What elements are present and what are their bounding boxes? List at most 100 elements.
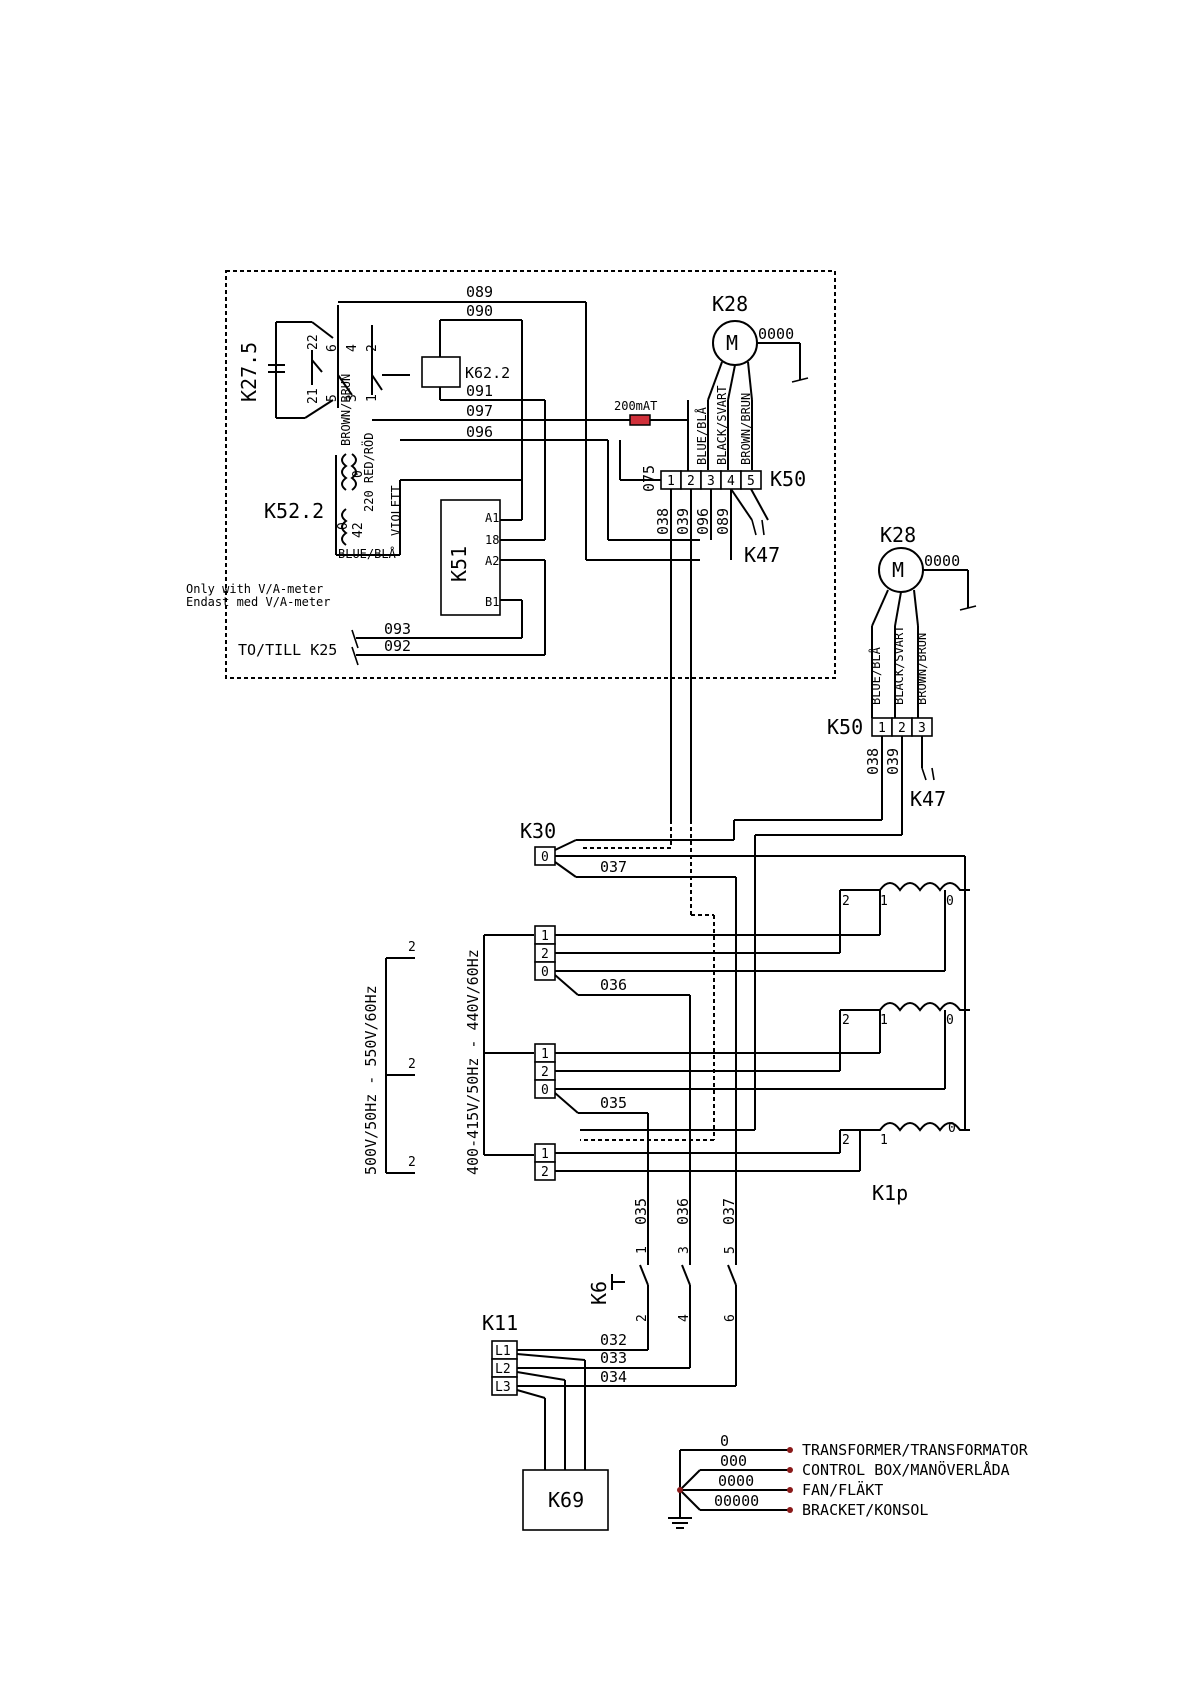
svg-text:0000: 0000 bbox=[718, 1472, 754, 1490]
svg-text:2: 2 bbox=[408, 940, 416, 955]
svg-text:036: 036 bbox=[600, 976, 627, 994]
svg-text:039: 039 bbox=[884, 748, 902, 775]
svg-text:A1: A1 bbox=[485, 511, 499, 525]
k28-motor-lower: K28 M 0000 BLUE/BLÅ BLACK/SVART BROWN/BR… bbox=[827, 523, 977, 835]
svg-text:K50: K50 bbox=[827, 715, 863, 739]
svg-text:A2: A2 bbox=[485, 554, 499, 568]
svg-text:097: 097 bbox=[466, 402, 493, 420]
svg-text:K28: K28 bbox=[880, 523, 916, 547]
k30-terminal: K30 0 037 bbox=[520, 819, 966, 1240]
svg-text:BRACKET/KONSOL: BRACKET/KONSOL bbox=[802, 1501, 928, 1519]
svg-text:032: 032 bbox=[600, 1331, 627, 1349]
svg-text:091: 091 bbox=[466, 382, 493, 400]
svg-text:1: 1 bbox=[667, 474, 675, 489]
svg-text:038: 038 bbox=[654, 508, 672, 535]
svg-text:42: 42 bbox=[351, 522, 366, 538]
svg-text:500V/50Hz - 550V/60Hz: 500V/50Hz - 550V/60Hz bbox=[362, 985, 380, 1175]
svg-text:CONTROL BOX/MANÖVERLÅDA: CONTROL BOX/MANÖVERLÅDA bbox=[802, 1460, 1010, 1479]
svg-text:2: 2 bbox=[842, 1013, 850, 1028]
svg-text:0: 0 bbox=[946, 1013, 954, 1028]
svg-text:036: 036 bbox=[674, 1198, 692, 1225]
svg-text:BROWN/BRUN: BROWN/BRUN bbox=[339, 374, 353, 446]
svg-text:039: 039 bbox=[674, 508, 692, 535]
ground-legend: 0 TRANSFORMER/TRANSFORMATOR 000 CONTROL … bbox=[668, 1432, 1029, 1529]
svg-text:096: 096 bbox=[466, 423, 493, 441]
svg-text:TRANSFORMER/TRANSFORMATOR: TRANSFORMER/TRANSFORMATOR bbox=[802, 1441, 1029, 1459]
legend-row: 000 CONTROL BOX/MANÖVERLÅDA bbox=[720, 1452, 1010, 1479]
svg-text:1: 1 bbox=[541, 1047, 549, 1062]
svg-text:BLACK/SVART: BLACK/SVART bbox=[715, 386, 729, 465]
fuse-200mat: 200mAT bbox=[614, 399, 657, 426]
svg-text:FAN/FLÄKT: FAN/FLÄKT bbox=[802, 1480, 883, 1499]
svg-text:K1p: K1p bbox=[872, 1181, 908, 1205]
k52-2-transformer: K52.2 BROWN/BRUN 220 RED/RÖD VIOLETT BLU… bbox=[264, 374, 523, 561]
svg-text:2: 2 bbox=[365, 344, 380, 352]
k11-terminal: K11 L1 L2 L3 032 033 034 bbox=[482, 1311, 736, 1470]
svg-text:3: 3 bbox=[677, 1246, 692, 1254]
svg-text:18: 18 bbox=[485, 533, 499, 547]
svg-text:6: 6 bbox=[325, 344, 340, 352]
k69-unit: K69 bbox=[522, 1469, 609, 1531]
svg-text:0: 0 bbox=[720, 1432, 729, 1450]
terminal-block-a: 1 2 0 036 bbox=[534, 925, 945, 1240]
terminal-block-c: 1 2 bbox=[534, 1143, 860, 1181]
k50-terminal-upper: 1 2 3 4 5 K50 075 K47 038 039 096 089 bbox=[619, 440, 806, 820]
k28-motor-upper: K28 M 0000 BLUE/BLÅ BLACK/SVART BROWN/BR… bbox=[687, 292, 809, 470]
svg-text:089: 089 bbox=[466, 283, 493, 301]
svg-text:000: 000 bbox=[720, 1452, 747, 1470]
svg-text:M: M bbox=[726, 331, 738, 355]
svg-text:1: 1 bbox=[541, 1147, 549, 1162]
legend-row: 00000 BRACKET/KONSOL bbox=[714, 1492, 928, 1519]
svg-text:22: 22 bbox=[306, 334, 321, 350]
svg-text:2: 2 bbox=[541, 1065, 549, 1080]
svg-text:220 RED/RÖD: 220 RED/RÖD bbox=[360, 433, 376, 512]
svg-text:K28: K28 bbox=[712, 292, 748, 316]
svg-text:2: 2 bbox=[541, 947, 549, 962]
svg-text:2: 2 bbox=[898, 721, 906, 736]
svg-text:Only with V/A-meter: Only with V/A-meter bbox=[186, 582, 323, 596]
svg-text:2: 2 bbox=[842, 1133, 850, 1148]
svg-text:K50: K50 bbox=[770, 467, 806, 491]
svg-text:0: 0 bbox=[336, 522, 351, 530]
svg-text:0: 0 bbox=[541, 850, 549, 865]
svg-text:0: 0 bbox=[541, 1083, 549, 1098]
k51-module: K51 A1 18 A2 B1 bbox=[440, 499, 546, 655]
svg-text:1: 1 bbox=[880, 1133, 888, 1148]
svg-text:0: 0 bbox=[541, 965, 549, 980]
terminal-block-b: 1 2 0 035 bbox=[534, 1043, 945, 1240]
svg-text:3: 3 bbox=[918, 721, 926, 736]
svg-text:3: 3 bbox=[707, 474, 715, 489]
svg-text:BLUE/BLÅ: BLUE/BLÅ bbox=[868, 646, 883, 705]
svg-text:Endast med V/A-meter: Endast med V/A-meter bbox=[186, 595, 331, 609]
svg-text:092: 092 bbox=[384, 637, 411, 655]
legend-row: 0000 FAN/FLÄKT bbox=[718, 1472, 883, 1499]
svg-text:037: 037 bbox=[600, 858, 627, 876]
svg-text:K6: K6 bbox=[587, 1281, 611, 1305]
svg-text:1: 1 bbox=[541, 929, 549, 944]
svg-text:1: 1 bbox=[880, 1013, 888, 1028]
svg-text:096: 096 bbox=[694, 508, 712, 535]
svg-text:BLUE/BLÅ: BLUE/BLÅ bbox=[694, 406, 709, 465]
svg-text:1: 1 bbox=[365, 394, 380, 402]
svg-text:K30: K30 bbox=[520, 819, 556, 843]
svg-text:K52.2: K52.2 bbox=[264, 499, 324, 523]
svg-text:L2: L2 bbox=[495, 1362, 511, 1377]
svg-text:035: 035 bbox=[632, 1198, 650, 1225]
svg-text:093: 093 bbox=[384, 620, 411, 638]
svg-text:00000: 00000 bbox=[714, 1492, 759, 1510]
svg-text:21: 21 bbox=[306, 388, 321, 404]
svg-text:2: 2 bbox=[687, 474, 695, 489]
svg-text:B1: B1 bbox=[485, 595, 499, 609]
svg-text:0: 0 bbox=[351, 470, 366, 478]
svg-text:037: 037 bbox=[720, 1198, 738, 1225]
svg-text:4: 4 bbox=[727, 474, 735, 489]
svg-text:4: 4 bbox=[345, 344, 360, 352]
svg-text:1: 1 bbox=[880, 894, 888, 909]
k6-switch: K6 035 036 037 1 3 5 2 4 6 bbox=[587, 1198, 738, 1386]
svg-text:K47: K47 bbox=[910, 787, 946, 811]
to-k25: Only with V/A-meter Endast med V/A-meter… bbox=[186, 582, 545, 666]
svg-text:BROWN/BRUN: BROWN/BRUN bbox=[739, 393, 753, 465]
k27-5-relay: K27.5 22 21 6 5 4 3 2 1 bbox=[237, 305, 410, 419]
svg-text:6: 6 bbox=[723, 1314, 738, 1322]
